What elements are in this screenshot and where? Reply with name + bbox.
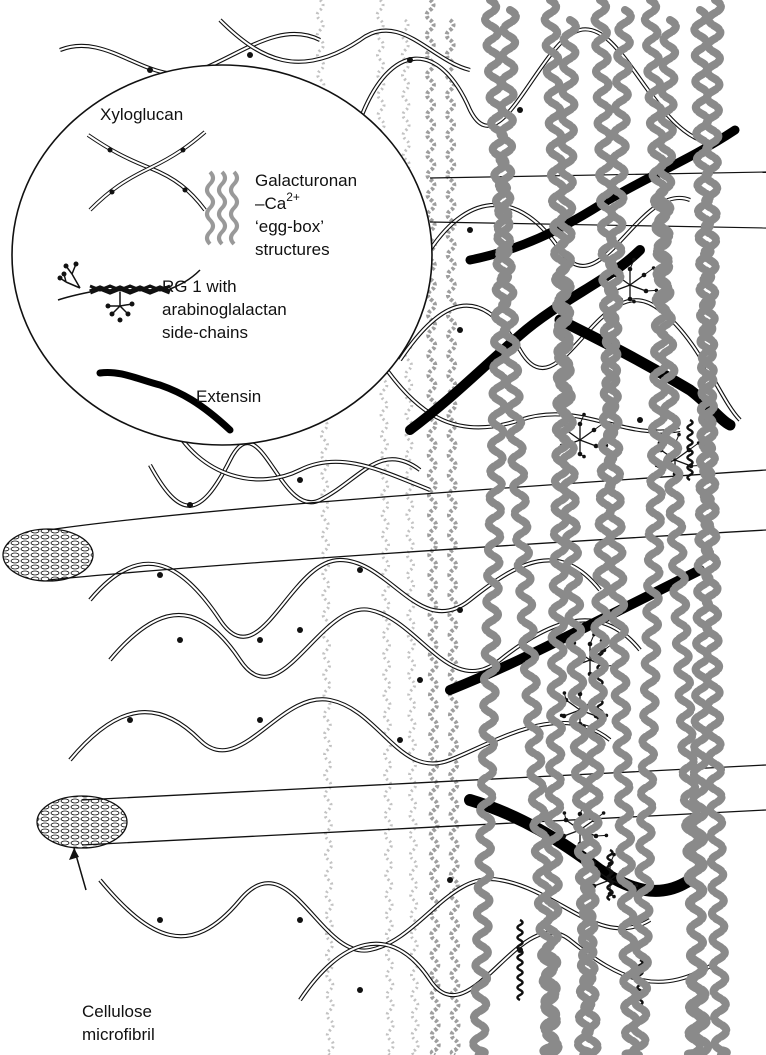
xyloglucan-knot bbox=[517, 107, 523, 113]
xyloglucan-knot bbox=[187, 502, 193, 508]
xyloglucan-knot bbox=[127, 717, 133, 723]
legend-rg1-line2: arabinoglalactan bbox=[162, 300, 287, 319]
xyloglucan-knot bbox=[467, 227, 473, 233]
microfibril-upper-end bbox=[3, 529, 93, 581]
xyloglucan-knot bbox=[177, 637, 183, 643]
xyloglucan-strand-core bbox=[300, 933, 720, 1000]
xyloglucan-knot bbox=[257, 717, 263, 723]
legend-galacturonan-ca: –Ca bbox=[255, 194, 287, 213]
xyloglucan-strand-outline bbox=[300, 933, 720, 1000]
callout-label-line1: Cellulose bbox=[82, 1002, 152, 1021]
xyloglucan-knot bbox=[357, 987, 363, 993]
galacturonan-faint-strand bbox=[447, 20, 459, 1055]
branch-tip bbox=[632, 258, 636, 262]
galacturonan-faint-strand bbox=[427, 0, 439, 1055]
xyloglucan-knot bbox=[447, 877, 453, 883]
rg1-backbone bbox=[518, 920, 523, 1000]
callout-label-line2: microfibril bbox=[82, 1025, 155, 1044]
legend-xyloglucan-label: Xyloglucan bbox=[100, 105, 183, 124]
cellulose-microfibril-callout: Cellulose microfibril bbox=[69, 848, 155, 1044]
xyloglucan-knot bbox=[457, 607, 463, 613]
legend-extensin-label: Extensin bbox=[196, 387, 261, 406]
branch-tip bbox=[612, 895, 616, 899]
xyloglucan-knot bbox=[147, 67, 153, 73]
branch-arm bbox=[630, 285, 646, 291]
branch-tip bbox=[560, 714, 564, 718]
branch-arm bbox=[580, 430, 594, 440]
galacturonan-legend-icon bbox=[207, 172, 237, 244]
xyloglucan-knot bbox=[257, 637, 263, 643]
xyloglucan-knot bbox=[297, 477, 303, 483]
legend-rg1-line1: RG 1 with bbox=[162, 277, 237, 296]
branch-tip bbox=[632, 300, 636, 304]
legend-galacturonan-line4: structures bbox=[255, 240, 330, 259]
galacturonan-helix bbox=[473, 10, 516, 1055]
xyloglucan-knot bbox=[407, 57, 413, 63]
xyloglucan-knot bbox=[417, 677, 423, 683]
xyloglucan-knot bbox=[637, 417, 643, 423]
xyloglucan-knot bbox=[357, 567, 363, 573]
xyloglucan-knot bbox=[397, 737, 403, 743]
legend-galacturonan-charge: 2+ bbox=[286, 190, 300, 204]
xyloglucan-knot bbox=[247, 52, 253, 58]
branch-tip bbox=[582, 413, 586, 417]
legend-galacturonan-line1: Galacturonan bbox=[255, 171, 357, 190]
xyloglucan-knot bbox=[297, 627, 303, 633]
microfibril-lower-end bbox=[37, 796, 127, 848]
xyloglucan-knot bbox=[297, 917, 303, 923]
branch-tip bbox=[582, 455, 586, 459]
xyloglucan-knot bbox=[157, 917, 163, 923]
xyloglucan-knot bbox=[457, 327, 463, 333]
rg1-backbone bbox=[688, 420, 693, 480]
legend-panel: Xyloglucan Galacturonan –Ca2+ ‘egg-box’ … bbox=[12, 65, 432, 445]
branch-tip bbox=[563, 691, 567, 695]
branch-tip bbox=[605, 834, 609, 838]
arrow-up-icon bbox=[69, 848, 86, 890]
legend-rg1-line3: side-chains bbox=[162, 323, 248, 342]
branch-arm bbox=[630, 275, 644, 285]
microfibril-lower-bottom bbox=[82, 810, 766, 845]
branch-arm bbox=[580, 440, 596, 446]
microfibril-lower bbox=[82, 765, 766, 800]
branch-tip bbox=[563, 811, 567, 815]
branch-tip bbox=[602, 811, 606, 815]
legend-galacturonan-line3: ‘egg-box’ bbox=[255, 217, 324, 236]
branch-tip bbox=[677, 433, 681, 437]
xyloglucan-knot bbox=[157, 572, 163, 578]
